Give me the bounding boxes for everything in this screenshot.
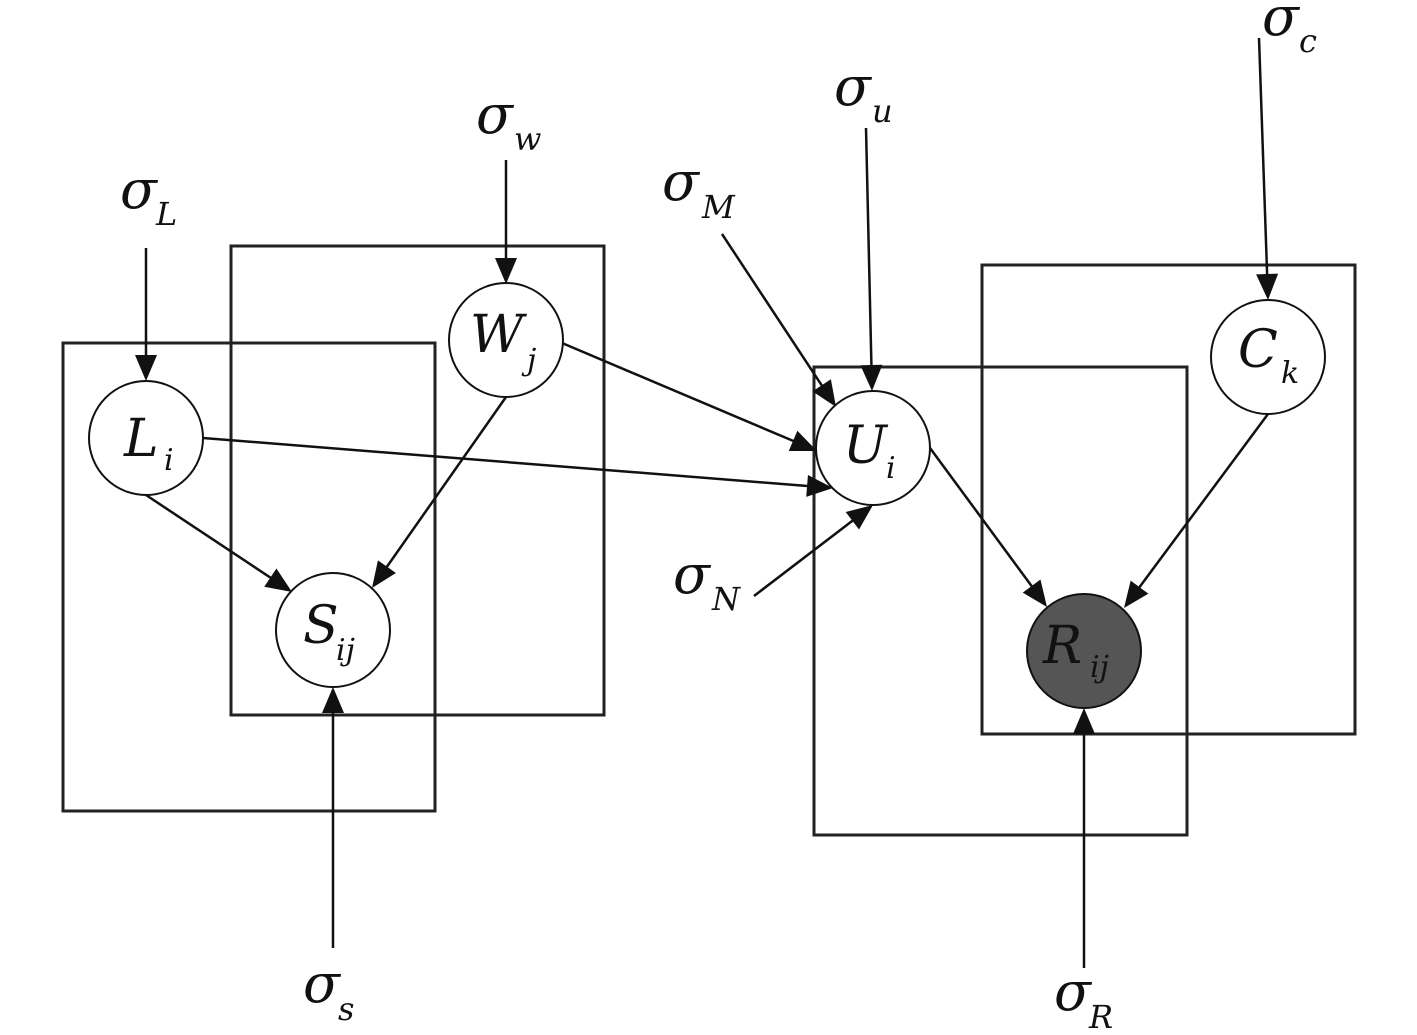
- svg-text:u: u: [872, 92, 893, 130]
- node-C: C k: [1210, 299, 1326, 415]
- svg-text:W: W: [470, 305, 527, 365]
- svg-text:σ: σ: [120, 158, 159, 221]
- plate-W: [229, 244, 606, 717]
- svg-text:σ: σ: [662, 150, 701, 213]
- param-sigma-L: σ L: [120, 158, 177, 233]
- svg-text:σ: σ: [673, 543, 712, 606]
- edges: [135, 37, 1279, 968]
- edge-sigmas-to-S-arrowhead: [322, 687, 344, 713]
- svg-text:i: i: [886, 451, 896, 486]
- edge-U-to-R-arrowhead: [1022, 579, 1047, 607]
- svg-text:N: N: [711, 580, 741, 618]
- svg-text:M: M: [701, 188, 736, 226]
- svg-text:R: R: [1042, 616, 1082, 676]
- edge-C-to-R: [1137, 413, 1270, 590]
- node-U: U i: [815, 390, 931, 506]
- plate-C: [980, 263, 1357, 736]
- plate-U: [812, 365, 1189, 837]
- edge-L-to-S: [145, 493, 273, 580]
- edge-U-to-R: [928, 447, 1034, 589]
- svg-text:R: R: [1088, 998, 1113, 1035]
- svg-text:σ: σ: [1262, 0, 1301, 48]
- param-sigma-N: σ N: [673, 543, 741, 618]
- svg-text:ij: ij: [1090, 650, 1109, 685]
- edge-W-to-S-arrowhead: [372, 560, 396, 588]
- edge-sigmaw-to-W-arrowhead: [495, 258, 517, 284]
- edge-L-to-U: [202, 436, 810, 488]
- svg-text:L: L: [155, 195, 177, 233]
- plate-L: [61, 341, 437, 813]
- edge-sigmaM-to-U: [720, 233, 824, 388]
- param-sigma-w: σ w: [476, 83, 541, 158]
- edge-sigmac-to-C-arrowhead: [1256, 273, 1279, 300]
- node-S: S ij: [275, 572, 391, 688]
- edge-W-to-U: [561, 341, 796, 443]
- param-sigma-M: σ M: [662, 150, 736, 226]
- node-W: W j: [448, 282, 564, 398]
- svg-text:σ: σ: [834, 55, 873, 118]
- edge-C-to-R-arrowhead: [1124, 580, 1149, 608]
- edge-sigmau-to-U: [864, 127, 873, 368]
- param-sigma-R: σ R: [1054, 960, 1113, 1035]
- svg-text:w: w: [514, 120, 541, 158]
- edge-sigmaM-to-U-arrowhead: [812, 379, 836, 407]
- svg-text:U: U: [843, 416, 889, 476]
- edge-sigmac-to-C: [1257, 37, 1269, 277]
- edge-W-to-S: [384, 396, 508, 570]
- svg-text:i: i: [164, 443, 174, 478]
- node-L: L i: [88, 380, 204, 496]
- edge-L-to-U-arrowhead: [806, 474, 833, 497]
- svg-text:c: c: [1299, 22, 1317, 60]
- svg-text:ij: ij: [336, 633, 355, 668]
- svg-text:s: s: [338, 990, 354, 1028]
- svg-text:k: k: [1281, 356, 1299, 391]
- node-R-observed: R ij: [1026, 593, 1142, 709]
- param-sigma-u: σ u: [834, 55, 893, 130]
- svg-text:σ: σ: [476, 83, 515, 146]
- param-sigma-s: σ s: [303, 952, 354, 1028]
- edge-L-to-S-arrowhead: [264, 568, 292, 592]
- edge-sigmaL-to-L-arrowhead: [135, 355, 157, 381]
- svg-text:σ: σ: [303, 952, 342, 1015]
- edge-sigmaR-to-R-arrowhead: [1073, 708, 1095, 734]
- edge-W-to-U-arrowhead: [788, 430, 817, 451]
- edge-sigmaN-to-U: [753, 518, 855, 597]
- svg-text:C: C: [1238, 320, 1278, 380]
- param-sigma-c: σ c: [1262, 0, 1317, 60]
- edge-sigmau-to-U-arrowhead: [860, 364, 883, 391]
- svg-text:σ: σ: [1054, 960, 1093, 1023]
- edge-sigmaN-to-U-arrowhead: [845, 505, 873, 530]
- svg-text:S: S: [303, 596, 339, 656]
- svg-text:L: L: [123, 409, 159, 469]
